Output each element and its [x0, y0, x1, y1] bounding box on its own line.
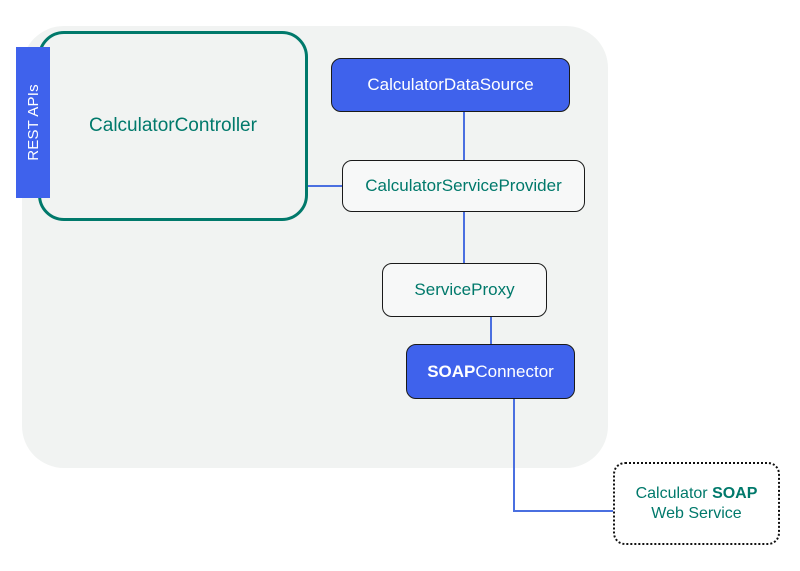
node-calculator-soap-web-service[interactable]: Calculator SOAP Web Service [613, 462, 780, 545]
node-calculator-controller-label: CalculatorController [89, 115, 257, 137]
rest-apis-tab-label: REST APIs [24, 84, 42, 161]
node-calculator-soap-web-service-line1-bold: SOAP [712, 484, 758, 502]
node-calculator-data-source[interactable]: CalculatorDataSource [331, 58, 570, 112]
node-soap-connector-label-bold: SOAP [427, 361, 476, 381]
node-calculator-soap-web-service-line1-prefix: Calculator [635, 484, 713, 502]
node-service-proxy[interactable]: ServiceProxy [382, 263, 547, 317]
node-calculator-controller[interactable]: CalculatorController [38, 31, 308, 221]
node-soap-connector[interactable]: SOAPConnector [406, 344, 575, 399]
node-soap-connector-label: SOAPConnector [427, 361, 554, 382]
node-calculator-data-source-label: CalculatorDataSource [367, 75, 534, 95]
rest-apis-tab[interactable]: REST APIs [16, 47, 50, 198]
node-service-proxy-label: ServiceProxy [414, 280, 515, 300]
node-calculator-service-provider-label: CalculatorServiceProvider [365, 176, 562, 196]
node-calculator-soap-web-service-line2: Web Service [651, 504, 742, 522]
node-calculator-soap-web-service-line1: Calculator SOAP [636, 484, 758, 504]
node-soap-connector-label-rest: Connector [475, 361, 554, 381]
node-calculator-service-provider[interactable]: CalculatorServiceProvider [342, 160, 585, 212]
